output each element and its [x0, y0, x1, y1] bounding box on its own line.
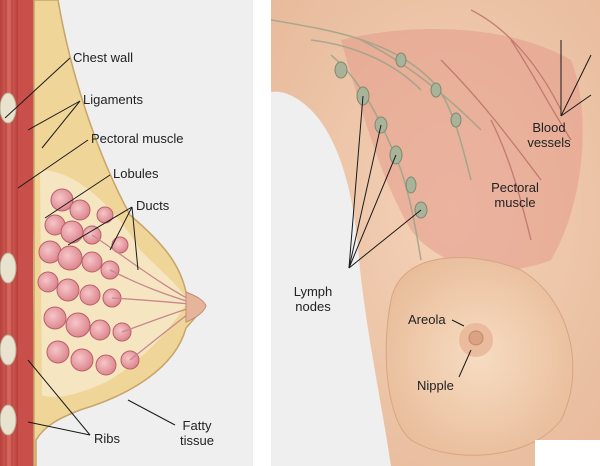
ribs-shapes — [0, 92, 17, 436]
label-fatty-tissue-line2: tissue — [180, 433, 214, 448]
label-blood-vessels-line1: Blood — [532, 120, 566, 135]
cross-section-leader-lines — [4, 57, 176, 436]
cross-section-illustration — [0, 0, 207, 466]
lymph-vessels — [271, 19, 482, 261]
label-blood-vessels: Blood vessels — [519, 120, 579, 150]
chest-wall-muscle — [0, 0, 18, 466]
label-ligaments: Ligaments — [83, 92, 143, 107]
front-view-panel: Blood vessels Pectoral muscle Lymph node… — [271, 0, 600, 466]
label-pectoral-muscle-left: Pectoral muscle — [91, 131, 184, 146]
label-pectoral-muscle-line2: muscle — [494, 195, 536, 210]
label-lymph-nodes-line2: nodes — [295, 299, 331, 314]
blood-vessels-lines — [440, 9, 572, 241]
cross-section-panel: Chest wall Ligaments Pectoral muscle Lob… — [0, 0, 253, 466]
label-nipple: Nipple — [417, 378, 454, 393]
nipple-shape — [185, 291, 207, 323]
corner-patch — [535, 440, 600, 466]
pectoral-muscle-overlay — [341, 28, 583, 271]
label-pectoral-muscle-line1: Pectoral — [491, 180, 539, 195]
label-lobules: Lobules — [113, 166, 159, 181]
label-blood-vessels-line2: vessels — [527, 135, 571, 150]
front-view-illustration — [271, 0, 600, 466]
label-chest-wall: Chest wall — [73, 50, 133, 65]
label-lymph-nodes: Lymph nodes — [285, 284, 341, 314]
label-areola: Areola — [408, 312, 446, 327]
lymph-nodes-shapes — [334, 52, 462, 219]
label-pectoral-muscle-right: Pectoral muscle — [485, 180, 545, 210]
label-fatty-tissue: Fatty tissue — [175, 418, 219, 448]
label-lymph-nodes-line1: Lymph — [293, 284, 333, 299]
label-ribs: Ribs — [94, 431, 121, 446]
lobules-shapes — [37, 188, 140, 376]
panel-divider — [253, 0, 271, 466]
chest-wall-line — [5, 0, 13, 466]
nipple-shape-front — [468, 330, 484, 346]
front-view-leader-lines — [348, 40, 592, 378]
label-fatty-tissue-line1: Fatty — [182, 418, 212, 433]
label-ducts: Ducts — [136, 198, 170, 213]
